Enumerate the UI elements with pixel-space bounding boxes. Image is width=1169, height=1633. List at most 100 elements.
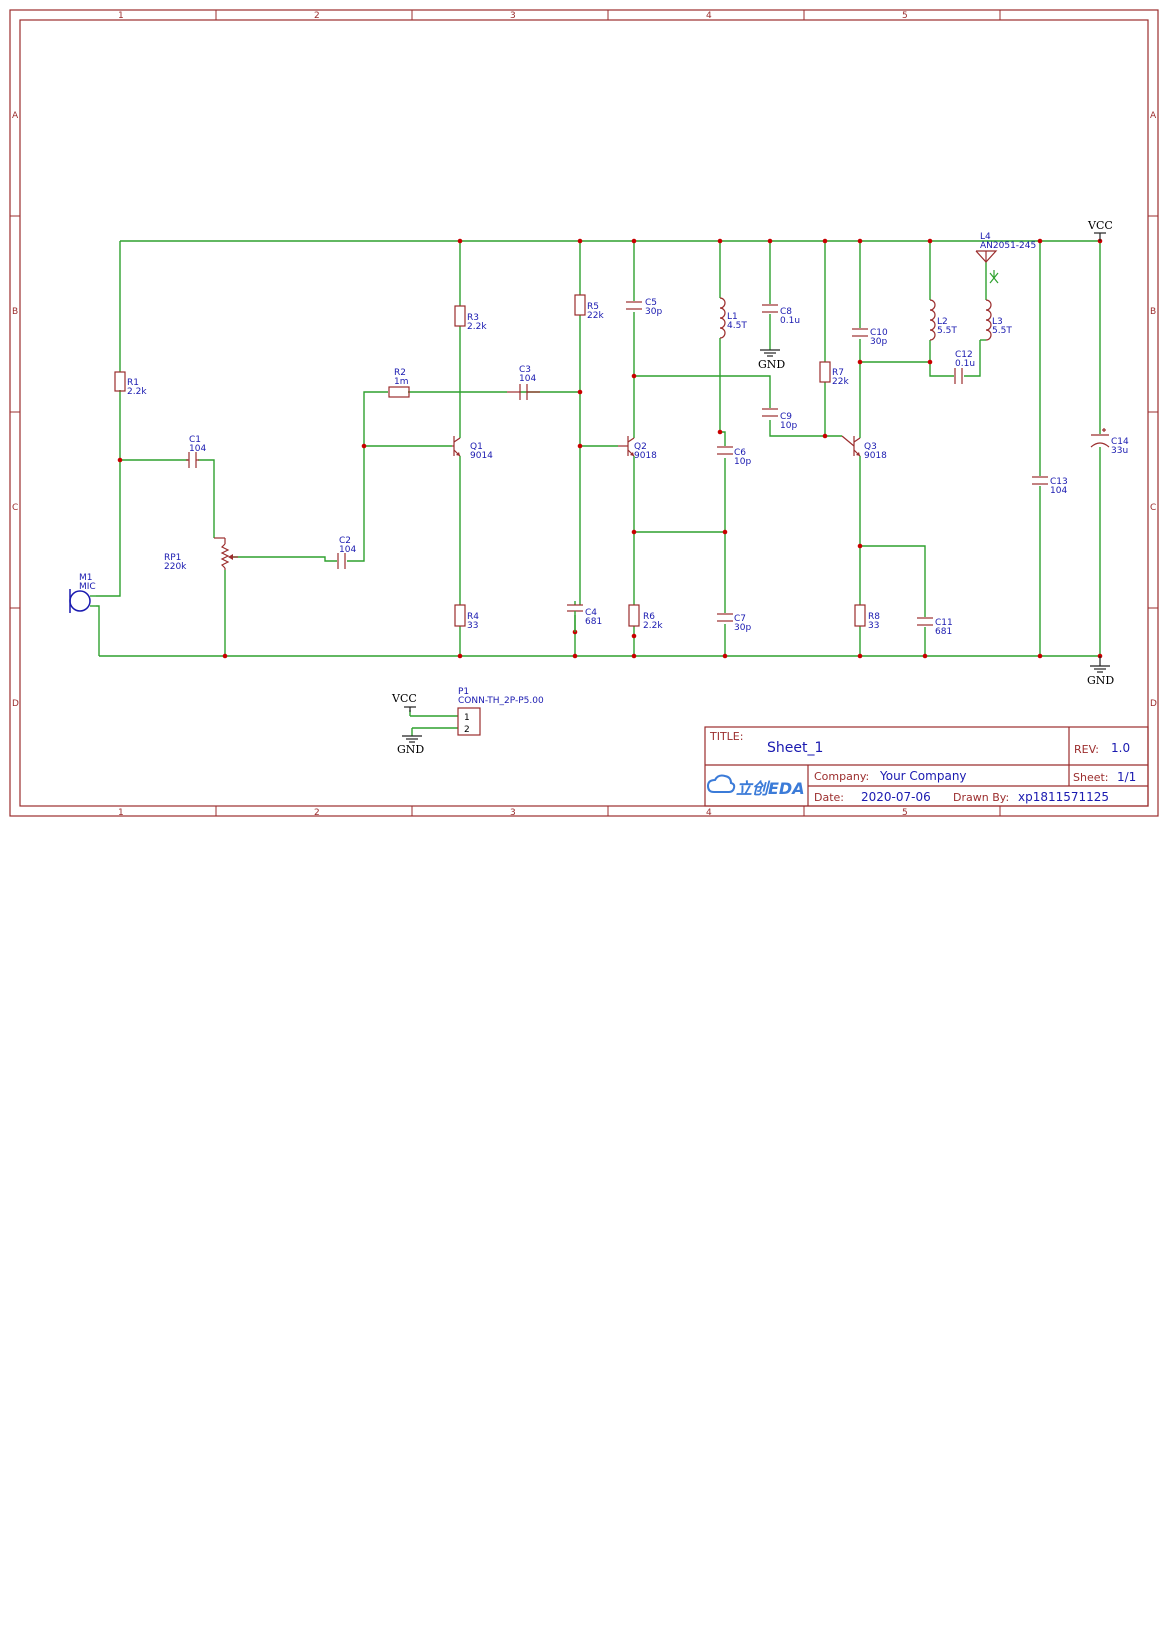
c6-ref: C6 xyxy=(734,448,746,458)
r6-value: 2.2k xyxy=(643,621,663,631)
sheet-title: Sheet_1 xyxy=(767,740,823,756)
r2-ref: R2 xyxy=(394,368,406,378)
capacitor-c5[interactable]: C5 30p xyxy=(626,298,662,317)
resistor-r4[interactable]: R4 33 xyxy=(454,604,479,631)
gnd-label-c8: GND xyxy=(758,358,785,371)
c3-ref: C3 xyxy=(519,365,531,375)
r5-value: 22k xyxy=(587,311,604,321)
c10-ref: C10 xyxy=(870,328,888,338)
col-label-bottom-3: 3 xyxy=(510,808,516,818)
capacitor-icon xyxy=(917,617,933,626)
col-label-top-3: 3 xyxy=(510,11,516,21)
c1-ref: C1 xyxy=(189,435,201,445)
capacitor-c13[interactable]: C13 104 xyxy=(1032,476,1068,496)
resistor-r3[interactable]: R3 2.2k xyxy=(454,305,487,332)
antenna-icon xyxy=(975,250,999,284)
r3-value: 2.2k xyxy=(467,322,487,332)
inductor-icon xyxy=(985,299,992,341)
connector-p1[interactable]: P1 CONN-TH_2P-P5.00 1 2 xyxy=(457,687,544,736)
l4-ref: L4 xyxy=(980,232,991,242)
capacitor-c8[interactable]: C8 0.1u xyxy=(762,304,800,326)
c8-ref: C8 xyxy=(780,307,792,317)
resistor-icon xyxy=(454,305,466,327)
r4-value: 33 xyxy=(467,621,478,631)
company-value: Your Company xyxy=(879,769,967,783)
row-label-right-c: C xyxy=(1150,503,1156,513)
capacitor-icon xyxy=(186,452,199,468)
capacitor-c7[interactable]: C7 30p xyxy=(717,613,751,633)
row-label-right-d: D xyxy=(1150,699,1157,709)
m1-ref: M1 xyxy=(79,573,93,583)
c11-ref: C11 xyxy=(935,618,953,628)
c13-value: 104 xyxy=(1050,486,1067,496)
npn-transistor-icon xyxy=(841,435,861,457)
junctions xyxy=(117,238,1103,659)
resistor-r1[interactable]: R1 2.2k xyxy=(114,371,147,397)
mic-m1[interactable]: M1 MIC xyxy=(69,573,96,613)
l1-value: 4.5T xyxy=(727,321,747,331)
capacitor-c1[interactable]: C1 104 xyxy=(186,435,206,468)
capacitor-icon xyxy=(954,368,963,384)
npn-transistor-icon xyxy=(618,436,635,457)
inductor-l1[interactable]: L1 4.5T xyxy=(719,297,747,339)
capacitor-icon xyxy=(717,613,733,622)
c8-value: 0.1u xyxy=(780,316,800,326)
inductor-l3[interactable]: L3 5.5T xyxy=(980,299,1012,341)
antenna-l4[interactable]: L4 AN2051-245 xyxy=(975,232,1036,284)
capacitor-c4[interactable]: C4 681 xyxy=(567,604,602,632)
resistor-icon xyxy=(854,604,866,627)
c14-ref: C14 xyxy=(1111,437,1129,447)
r7-value: 22k xyxy=(832,377,849,387)
capacitor-c9[interactable]: C9 10p xyxy=(762,408,797,431)
resistor-r6[interactable]: R6 2.2k xyxy=(628,604,663,631)
c7-value: 30p xyxy=(734,623,751,633)
npn-transistor-icon xyxy=(452,436,461,457)
c3-value: 104 xyxy=(519,374,536,384)
rp1-value: 220k xyxy=(164,562,187,572)
capacitor-icon xyxy=(762,408,778,417)
capacitor-c14[interactable]: C14 33u xyxy=(1090,428,1129,456)
date-value: 2020-07-06 xyxy=(861,790,931,804)
l2-value: 5.5T xyxy=(937,326,957,336)
row-label-left-d: D xyxy=(12,699,19,709)
power-flag-icon xyxy=(404,706,416,712)
rp1-ref: RP1 xyxy=(164,553,181,563)
c4-ref: C4 xyxy=(585,608,597,618)
potentiometer-rp1[interactable]: RP1 220k xyxy=(164,537,238,572)
resistor-icon xyxy=(114,371,126,392)
capacitor-c3[interactable]: C3 104 xyxy=(507,365,540,400)
col-label-bottom-2: 2 xyxy=(314,808,320,818)
p1-ref: P1 xyxy=(458,687,469,697)
capacitor-c11[interactable]: C11 681 xyxy=(917,617,953,637)
transistor-q2[interactable]: Q2 9018 xyxy=(618,436,657,461)
q2-value: 9018 xyxy=(634,451,657,461)
rev-value: 1.0 xyxy=(1111,741,1130,755)
capacitor-c2[interactable]: C2 104 xyxy=(337,536,356,569)
resistor-r5[interactable]: R5 22k xyxy=(574,294,604,321)
resistor-icon xyxy=(819,361,831,383)
capacitor-c6[interactable]: C6 10p xyxy=(717,446,751,467)
date-key: Date: xyxy=(814,791,844,804)
r1-value: 2.2k xyxy=(127,387,147,397)
vcc-label-top: VCC xyxy=(1087,219,1113,232)
row-label-left-b: B xyxy=(12,307,18,317)
capacitor-c10[interactable]: C10 30p xyxy=(852,328,888,347)
transistor-q1[interactable]: Q1 9014 xyxy=(452,436,493,461)
col-label-bottom-4: 4 xyxy=(706,808,712,818)
r3-ref: R3 xyxy=(467,313,479,323)
p1-pin1: 1 xyxy=(464,713,470,723)
capacitor-c12[interactable]: C12 0.1u xyxy=(954,350,975,384)
resistor-r7[interactable]: R7 22k xyxy=(819,361,849,387)
resistor-r2[interactable]: R2 1m xyxy=(388,368,410,398)
capacitor-icon xyxy=(762,304,778,313)
capacitor-icon xyxy=(567,604,583,632)
resistor-icon xyxy=(388,386,410,398)
ground-icon xyxy=(760,349,780,357)
inductor-l2[interactable]: L2 5.5T xyxy=(929,299,957,341)
c4-value: 681 xyxy=(585,617,602,627)
resistor-r8[interactable]: R8 33 xyxy=(854,604,880,631)
lceda-logo: 立创EDA xyxy=(706,774,805,798)
transistor-q3[interactable]: Q3 9018 xyxy=(841,435,887,461)
col-label-bottom-5: 5 xyxy=(902,808,908,818)
drawn-by-value: xp1811571125 xyxy=(1018,790,1109,804)
